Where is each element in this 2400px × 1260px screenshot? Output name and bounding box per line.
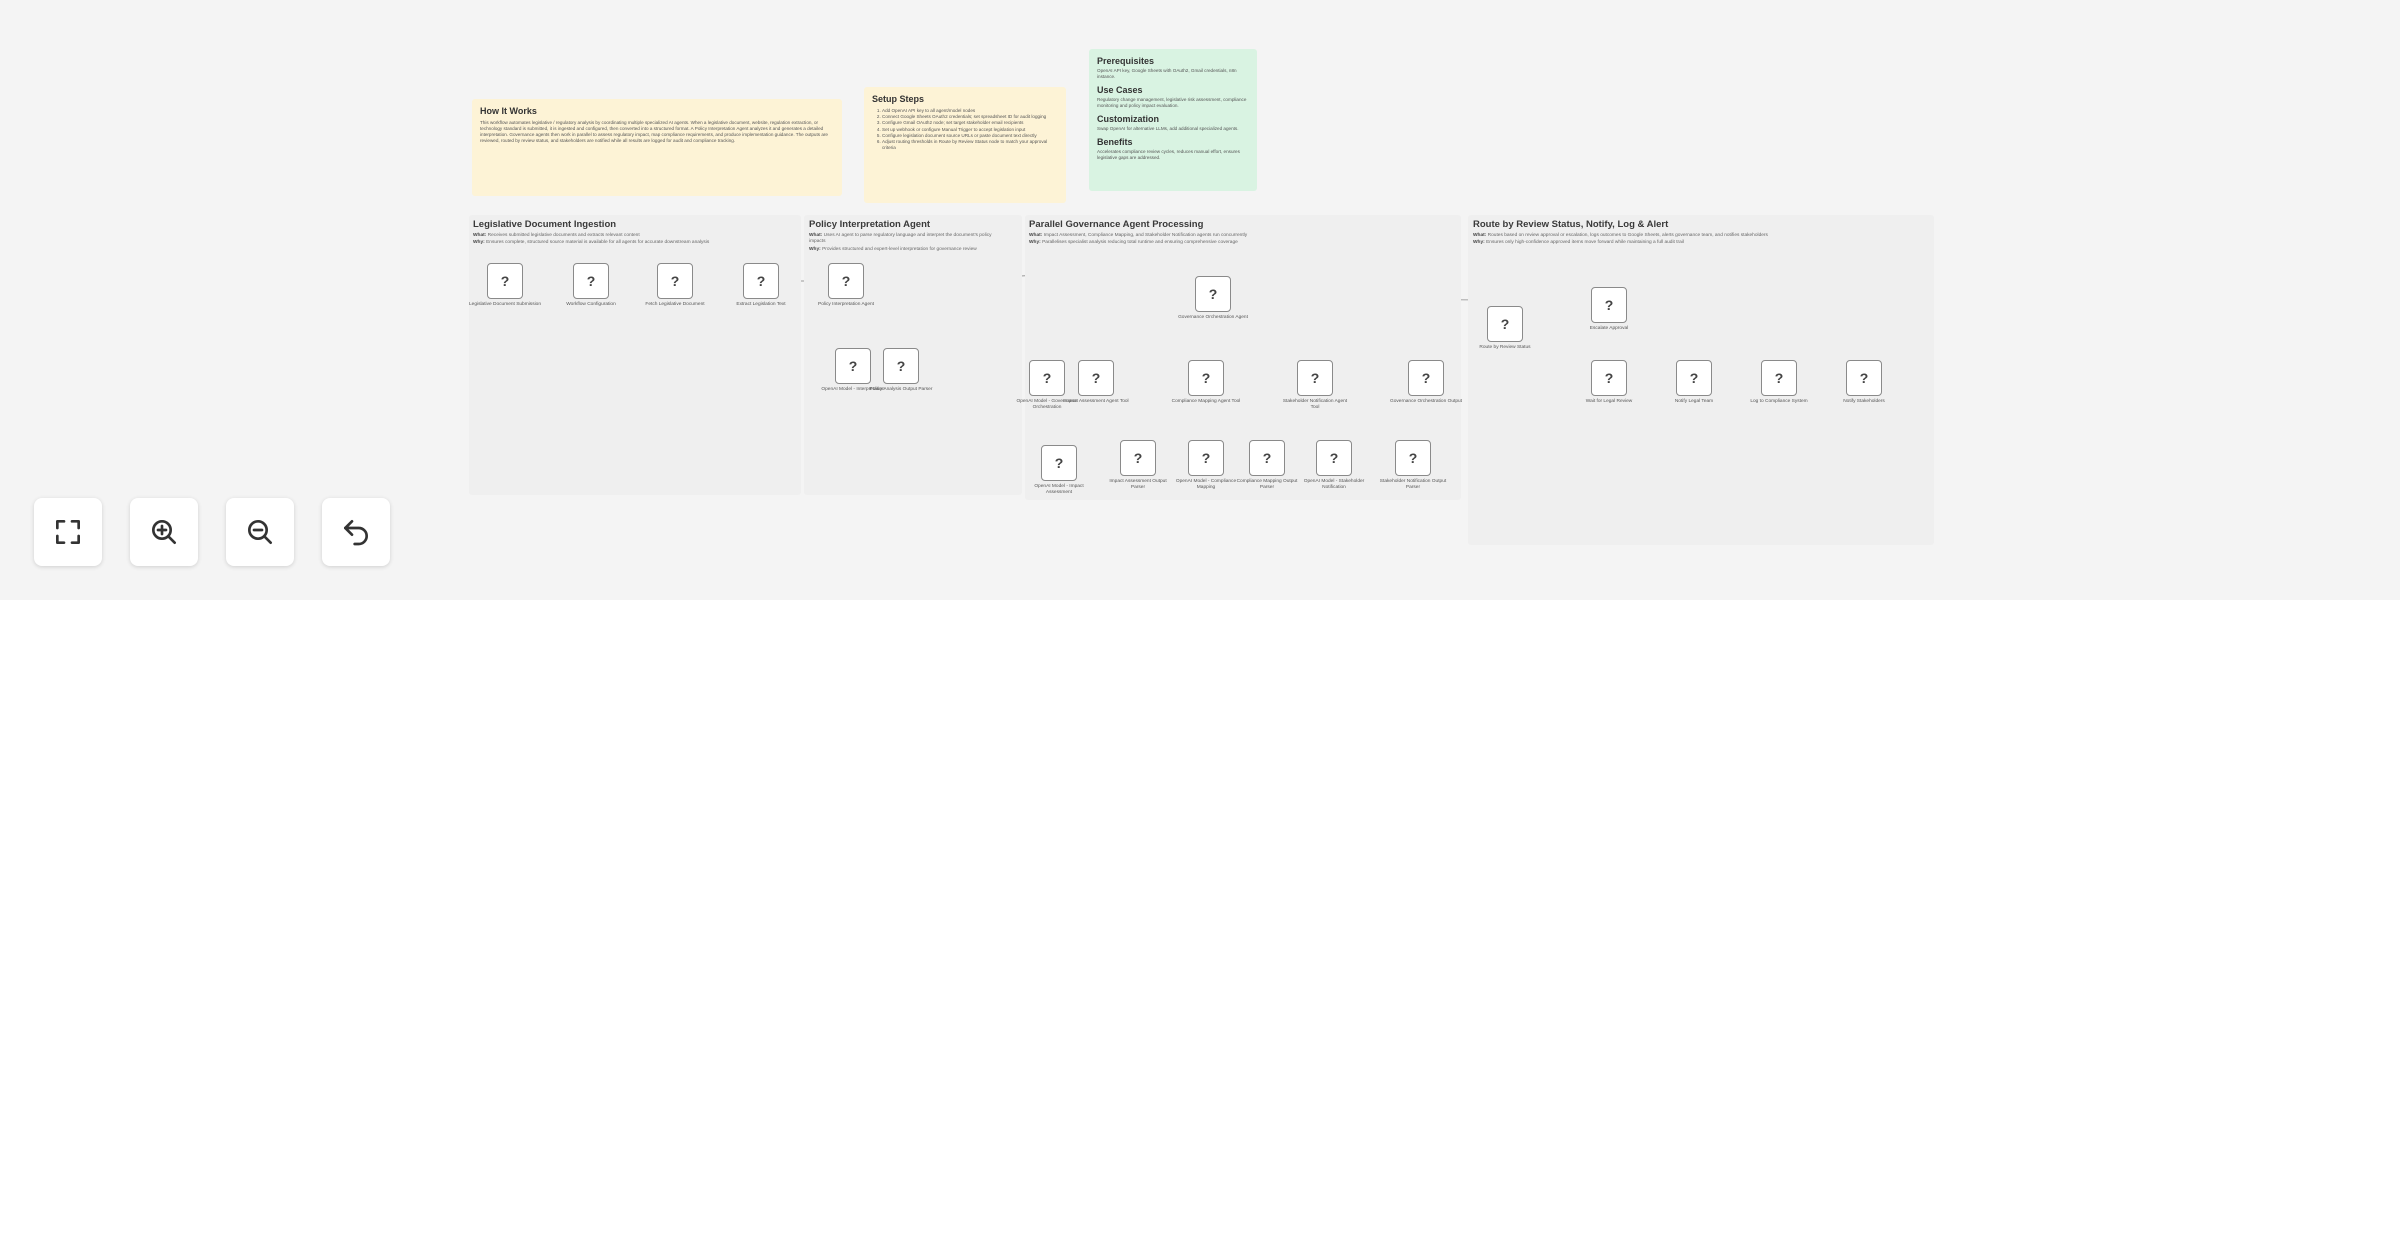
- node-label: Notify Stakeholders: [1843, 399, 1885, 404]
- use-cases-text: Regulatory change management, legislativ…: [1097, 96, 1247, 108]
- node-openai-model-interpretation[interactable]: ?: [835, 348, 871, 384]
- node-label: Governance Orchestration Agent: [1178, 315, 1248, 320]
- node-label: Stakeholder Notification Output Parser: [1379, 479, 1447, 490]
- how-it-works-title: How It Works: [480, 106, 537, 116]
- undo-icon: [344, 520, 368, 546]
- node-workflow-configuration[interactable]: ?: [573, 263, 609, 299]
- node-openai-model-impact-assessment[interactable]: ?: [1041, 445, 1077, 481]
- prerequisites-text: OpenAI API key, Google Sheets with OAuth…: [1097, 68, 1237, 79]
- node-governance-orchestration-output[interactable]: ?: [1408, 360, 1444, 396]
- benefits-text: Accelerates compliance review cycles, re…: [1097, 148, 1240, 160]
- undo-button[interactable]: [322, 498, 390, 566]
- node-stakeholder-notification-agent-tool[interactable]: ?: [1297, 360, 1333, 396]
- sticky-setup-steps[interactable]: Setup Steps Add OpenAI API key to all ag…: [864, 87, 1066, 203]
- node-extract-legislation-text[interactable]: ?: [743, 263, 779, 299]
- group-why: Why: Ensures only high-confidence approv…: [1473, 240, 1684, 245]
- node-fetch-legislative-document[interactable]: ?: [657, 263, 693, 299]
- node-stakeholder-notification-output-parser[interactable]: ?: [1395, 440, 1431, 476]
- node-label: Route by Review Status: [1479, 345, 1531, 350]
- setup-step: Connect Google Sheets OAuth2 credentials…: [882, 114, 1058, 120]
- sticky-how-it-works[interactable]: How It Works This workflow automates leg…: [472, 99, 842, 196]
- node-route-by-review-status[interactable]: ?: [1487, 306, 1523, 342]
- setup-steps-list: Add OpenAI API key to all agent/model no…: [872, 108, 1058, 151]
- group-governance-processing[interactable]: [1025, 215, 1461, 500]
- fit-view-icon: [56, 520, 80, 544]
- node-label: Legislative Document Submission: [469, 302, 541, 307]
- group-title: Parallel Governance Agent Processing: [1029, 219, 1204, 230]
- node-label: OpenAI Model - Stakeholder Notification: [1303, 479, 1365, 490]
- node-label: Policy Analysis Output Parser: [869, 387, 933, 392]
- node-label: Log to Compliance System: [1750, 399, 1808, 404]
- node-policy-analysis-output-parser[interactable]: ?: [883, 348, 919, 384]
- setup-step: Configure Gmail OAuth2 node; set target …: [882, 120, 1058, 126]
- group-what: What: Routes based on review approval or…: [1473, 233, 1768, 238]
- fit-view-button[interactable]: [34, 498, 102, 566]
- group-why: Why: Parallelises specialist analysis re…: [1029, 240, 1238, 245]
- zoom-in-button[interactable]: [130, 498, 198, 566]
- node-policy-interpretation-agent[interactable]: ?: [828, 263, 864, 299]
- node-wait-for-legal-review[interactable]: ?: [1591, 360, 1627, 396]
- node-openai-model-compliance-mapping[interactable]: ?: [1188, 440, 1224, 476]
- node-label: Wait for Legal Review: [1585, 399, 1633, 404]
- setup-step: Add OpenAI API key to all agent/model no…: [882, 108, 1058, 114]
- node-label: Impact Assessment Agent Tool: [1063, 399, 1129, 404]
- group-why: Why: Ensures complete, structured source…: [473, 240, 710, 245]
- zoom-out-icon: [248, 520, 272, 544]
- group-what: What: Receives submitted legislative doc…: [473, 233, 640, 238]
- node-impact-assessment-output-parser[interactable]: ?: [1120, 440, 1156, 476]
- workflow-canvas[interactable]: How It Works This workflow automates leg…: [0, 0, 2400, 600]
- setup-step: Configure legislation document source UR…: [882, 133, 1058, 139]
- node-label: Extract Legislation Text: [736, 302, 786, 307]
- node-governance-orchestration-agent[interactable]: ?: [1195, 276, 1231, 312]
- node-compliance-mapping-agent-tool[interactable]: ?: [1188, 360, 1224, 396]
- group-document-ingestion[interactable]: [469, 215, 801, 495]
- node-label: OpenAI Model - Interpretation: [821, 387, 885, 392]
- sticky-prerequisites[interactable]: Prerequisites OpenAI API key, Google She…: [1089, 49, 1257, 191]
- group-title: Legislative Document Ingestion: [473, 219, 617, 230]
- group-what: What: Uses AI agent to parse regulatory …: [809, 233, 992, 244]
- node-label: Compliance Mapping Output Parser: [1236, 479, 1298, 490]
- node-label: Notify Legal Team: [1674, 399, 1714, 404]
- node-openai-model-governance-orchestration[interactable]: ?: [1029, 360, 1065, 396]
- customization-title: Customization: [1097, 113, 1159, 124]
- setup-step: Set up webhook or configure Manual Trigg…: [882, 127, 1058, 133]
- zoom-out-button[interactable]: [226, 498, 294, 566]
- node-impact-assessment-agent-tool[interactable]: ?: [1078, 360, 1114, 396]
- node-label: Stakeholder Notification Agent Tool: [1282, 399, 1348, 410]
- group-what: What: Impact Assessment, Compliance Mapp…: [1029, 233, 1248, 238]
- how-it-works-body: This workflow automates legislative / re…: [480, 120, 828, 143]
- node-label: Policy Interpretation Agent: [818, 302, 874, 307]
- node-label: Fetch Legislative Document: [645, 302, 705, 307]
- setup-steps-title: Setup Steps: [872, 94, 925, 104]
- node-escalate-approval[interactable]: ?: [1591, 287, 1627, 323]
- group-why: Why: Provides structured and expert-leve…: [809, 247, 977, 252]
- node-notify-stakeholders[interactable]: ?: [1846, 360, 1882, 396]
- node-compliance-mapping-output-parser[interactable]: ?: [1249, 440, 1285, 476]
- node-label: Impact Assessment Output Parser: [1109, 479, 1167, 490]
- node-label: OpenAI Model - Governance Orchestration: [1016, 399, 1078, 410]
- node-notify-legal-team[interactable]: ?: [1676, 360, 1712, 396]
- node-label: Escalate Approval: [1589, 326, 1629, 331]
- node-label: Governance Orchestration Output: [1390, 399, 1462, 404]
- use-cases-title: Use Cases: [1097, 84, 1143, 95]
- node-label: OpenAI Model - Compliance Mapping: [1175, 479, 1237, 490]
- setup-step: Adjust routing thresholds in Route by Re…: [882, 139, 1058, 151]
- zoom-in-icon: [152, 520, 176, 544]
- prerequisites-title: Prerequisites: [1097, 56, 1155, 66]
- node-label: OpenAI Model - Impact Assessment: [1034, 484, 1084, 495]
- benefits-title: Benefits: [1097, 136, 1133, 147]
- customization-text: Swap OpenAI for alternative LLMs, add ad…: [1097, 125, 1239, 131]
- node-log-to-compliance-system[interactable]: ?: [1761, 360, 1797, 396]
- node-label: Compliance Mapping Agent Tool: [1171, 399, 1241, 404]
- group-title: Route by Review Status, Notify, Log & Al…: [1473, 219, 1669, 230]
- group-title: Policy Interpretation Agent: [809, 219, 931, 230]
- node-legislative-document-submission[interactable]: ?: [487, 263, 523, 299]
- node-label: Workflow Configuration: [566, 302, 616, 307]
- node-openai-model-stakeholder-notification[interactable]: ?: [1316, 440, 1352, 476]
